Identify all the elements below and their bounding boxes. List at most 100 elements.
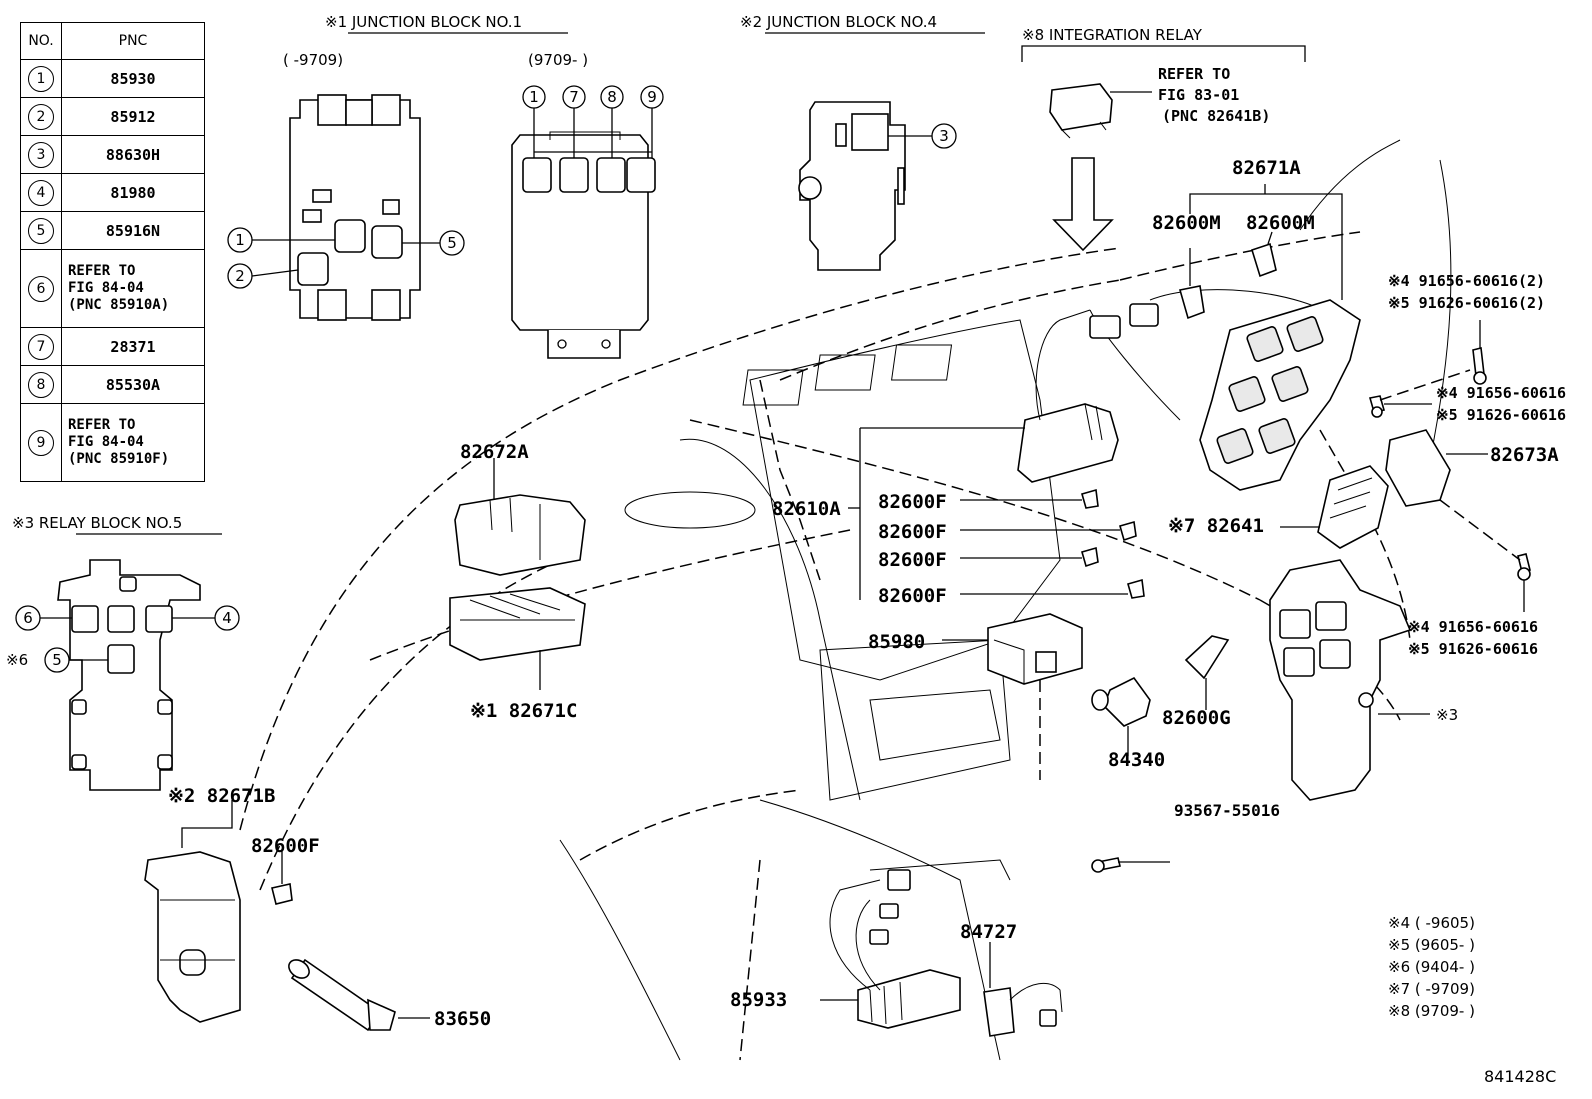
label-82671B: ※2 82671B: [168, 785, 275, 807]
label-82600F-4: 82600F: [878, 585, 947, 607]
junction-block-1-late: [511, 131, 656, 359]
label-82641: ※7 82641: [1168, 515, 1264, 537]
integration-relay: [1049, 83, 1152, 139]
jb1-right-range: (9709- ): [528, 51, 588, 69]
table-row: 3 88630H: [20, 135, 205, 174]
row-no: 5: [28, 217, 54, 244]
label-82672A: 82672A: [460, 441, 529, 463]
part-82610A: [1017, 303, 1159, 483]
note-4: ※4 ( -9605): [1388, 914, 1475, 932]
table-row: 1 85930: [20, 59, 205, 98]
table-row: 9 REFER TO FIG 84-04 (PNC 85910F): [20, 403, 205, 482]
bolts: [1091, 347, 1531, 873]
table-row: 4 81980: [20, 173, 205, 212]
label-bolt3a: ※4 91656-60616: [1408, 618, 1538, 636]
part-82673A: [1385, 429, 1451, 507]
callout-3: 3: [939, 127, 949, 145]
row-pnc: 85930: [61, 59, 205, 98]
header-pnc: PNC: [61, 22, 205, 60]
relay-ref-2: FIG 83-01: [1158, 86, 1239, 104]
row-no: 1: [28, 65, 54, 92]
label-83650: 83650: [434, 1008, 491, 1030]
row-no: 6: [28, 275, 54, 302]
note-6: ※6 (9404- ): [1388, 958, 1475, 976]
row-no: 7: [28, 333, 54, 360]
row-pnc: 85912: [61, 97, 205, 136]
callout-7: 7: [569, 88, 579, 106]
label-82600F-3: 82600F: [878, 549, 947, 571]
label-93567: 93567-55016: [1174, 801, 1280, 820]
part-83650: [288, 958, 396, 1032]
part-84727: [983, 982, 1063, 1037]
part-82671A: [1199, 299, 1361, 491]
relay-block-right: [1269, 559, 1412, 801]
rb5-header: ※3 RELAY BLOCK NO.5: [12, 514, 182, 532]
jb4-header: ※2 JUNCTION BLOCK NO.4: [740, 13, 937, 31]
callout-9: 9: [647, 88, 657, 106]
callout-1: 1: [235, 231, 245, 249]
fuse-82600F-left: [271, 883, 293, 905]
row-no: 2: [28, 103, 54, 130]
dashboard-interior: [559, 139, 1452, 1061]
row-pnc: 85530A: [61, 365, 205, 404]
part-82671C: [449, 587, 586, 661]
callout-4: 4: [222, 609, 232, 627]
junction-block-4: [798, 101, 906, 271]
part-85933: [829, 869, 961, 1029]
row-pnc: REFER TO FIG 84-04 (PNC 85910F): [61, 403, 205, 482]
connectors-82600M: [1178, 242, 1277, 320]
label-82671C: ※1 82671C: [470, 700, 577, 722]
label-82600M-b: 82600M: [1246, 212, 1315, 234]
label-82600F-2: 82600F: [878, 521, 947, 543]
part-82641: [1317, 465, 1389, 549]
label-82600F-5: 82600F: [251, 835, 320, 857]
label-bolt2b: ※5 91626-60616: [1436, 406, 1566, 424]
note-7: ※7 ( -9709): [1388, 980, 1475, 998]
relay-ref-1: REFER TO: [1158, 65, 1230, 83]
row-pnc: 28371: [61, 327, 205, 366]
part-85980: [987, 613, 1083, 685]
label-82673A: 82673A: [1490, 444, 1559, 466]
relay-block-5: [57, 559, 201, 791]
note-8: ※8 (9709- ): [1388, 1002, 1475, 1020]
part-84340: [1091, 676, 1151, 727]
row-pnc: 81980: [61, 173, 205, 212]
part-82672A: [454, 494, 586, 576]
row-pnc: 88630H: [61, 135, 205, 174]
table-row: 7 28371: [20, 327, 205, 366]
label-82600F-1: 82600F: [878, 491, 947, 513]
figure-id: 841428C: [1484, 1067, 1556, 1086]
part-82671B: [144, 851, 241, 1023]
label-84340: 84340: [1108, 749, 1165, 771]
row-no: 3: [28, 141, 54, 168]
label-85980: 85980: [868, 631, 925, 653]
dashboard-outline: [239, 231, 1411, 1061]
label-bolt2a: ※4 91656-60616: [1436, 384, 1566, 402]
fuses-82600F: [1081, 488, 1145, 599]
label-bolt3b: ※5 91626-60616: [1408, 640, 1538, 658]
header-no: NO.: [20, 22, 62, 60]
label-82671A: 82671A: [1232, 157, 1301, 179]
callout-6: 6: [23, 609, 33, 627]
label-85933: 85933: [730, 989, 787, 1011]
label-82610A: 82610A: [772, 498, 841, 520]
callout-1b: 1: [529, 88, 539, 106]
star6-label: ※6: [6, 651, 28, 669]
relay-header: ※8 INTEGRATION RELAY: [1022, 26, 1203, 44]
table-row: 2 85912: [20, 97, 205, 136]
label-82600M-a: 82600M: [1152, 212, 1221, 234]
arrow-icon: [1052, 157, 1114, 252]
row-no: 4: [28, 179, 54, 206]
row-no: 9: [28, 429, 54, 456]
callout-5: 5: [447, 234, 457, 252]
callout-2: 2: [235, 267, 245, 285]
row-pnc: REFER TO FIG 84-04 (PNC 85910A): [61, 249, 205, 328]
label-84727: 84727: [960, 921, 1017, 943]
table-header-row: NO. PNC: [20, 22, 205, 60]
callout-5b: 5: [52, 651, 62, 669]
callout-8: 8: [607, 88, 617, 106]
